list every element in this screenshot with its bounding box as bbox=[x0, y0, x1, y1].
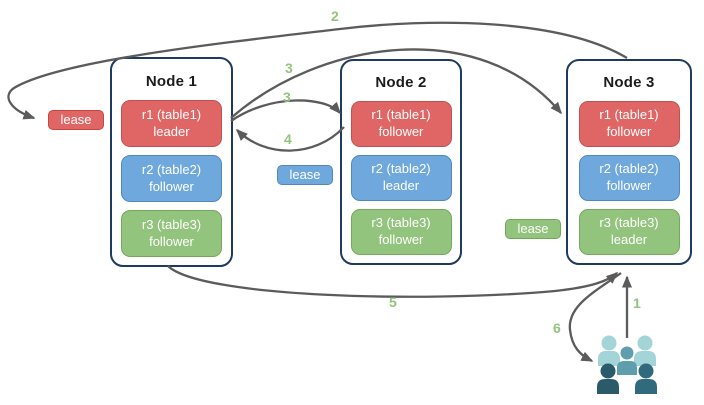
replica-role: leader bbox=[153, 123, 190, 139]
replica-role: follower bbox=[378, 124, 424, 140]
step-label-6: 6 bbox=[553, 320, 561, 336]
node-2-replica-r2: r2 (table2) leader bbox=[350, 155, 452, 202]
replica-name: r1 (table1) bbox=[371, 107, 431, 123]
replica-name: r2 (table2) bbox=[599, 161, 659, 177]
node-2: Node 2 r1 (table1) follower r2 (table2) … bbox=[340, 59, 462, 265]
node-1-replica-r3: r3 (table3) follower bbox=[121, 210, 222, 257]
replica-role: follower bbox=[606, 124, 652, 140]
replica-name: r2 (table2) bbox=[141, 161, 202, 177]
replica-name: r3 (table3) bbox=[141, 216, 202, 232]
lease-tag-r3: lease bbox=[505, 219, 561, 239]
arrow-step6-node3-to-clients bbox=[568, 272, 622, 363]
replica-role: leader bbox=[610, 232, 648, 248]
people-group-icon bbox=[597, 335, 657, 394]
node-3-replica-r2: r2 (table2) follower bbox=[578, 155, 680, 202]
replica-role: follower bbox=[149, 233, 194, 249]
node-3-replica-r3: r3 (table3) leader bbox=[578, 209, 680, 255]
replica-role: follower bbox=[149, 178, 194, 194]
node-3-title: Node 3 bbox=[603, 74, 655, 92]
node-1-title: Node 1 bbox=[145, 72, 198, 90]
arrow-step5-node1-to-node3 bbox=[167, 265, 619, 298]
node-2-replica-r3: r3 (table3) follower bbox=[350, 209, 452, 255]
step-label-5: 5 bbox=[389, 294, 397, 310]
step-label-4: 4 bbox=[284, 131, 292, 147]
node-3: Node 3 r1 (table1) follower r2 (table2) … bbox=[566, 59, 692, 265]
arrow-step2-node3-to-lease-r1 bbox=[7, 21, 628, 120]
node-3-replica-r1: r1 (table1) follower bbox=[578, 101, 680, 148]
step-label-2: 2 bbox=[331, 8, 339, 24]
replica-role: leader bbox=[382, 178, 420, 194]
node-2-title: Node 2 bbox=[375, 74, 427, 92]
node-1: Node 1 r1 (table1) leader r2 (table2) fo… bbox=[110, 57, 233, 267]
step-label-3-lower: 3 bbox=[283, 89, 291, 105]
replica-name: r3 (table3) bbox=[599, 215, 659, 231]
replica-role: follower bbox=[606, 178, 652, 194]
lease-tag-r1: lease bbox=[48, 110, 104, 130]
replica-name: r1 (table1) bbox=[141, 106, 202, 122]
replica-name: r3 (table3) bbox=[371, 215, 431, 231]
replica-role: follower bbox=[378, 232, 424, 248]
node-2-replica-r1: r1 (table1) follower bbox=[350, 101, 452, 148]
step-label-1: 1 bbox=[633, 295, 641, 311]
node-1-replica-r2: r2 (table2) follower bbox=[121, 155, 222, 202]
node-1-replica-r1: r1 (table1) leader bbox=[121, 100, 222, 147]
replica-name: r2 (table2) bbox=[371, 161, 431, 177]
lease-tag-r2: lease bbox=[277, 165, 333, 185]
replica-name: r1 (table1) bbox=[599, 107, 659, 123]
step-label-3-upper: 3 bbox=[285, 60, 293, 76]
